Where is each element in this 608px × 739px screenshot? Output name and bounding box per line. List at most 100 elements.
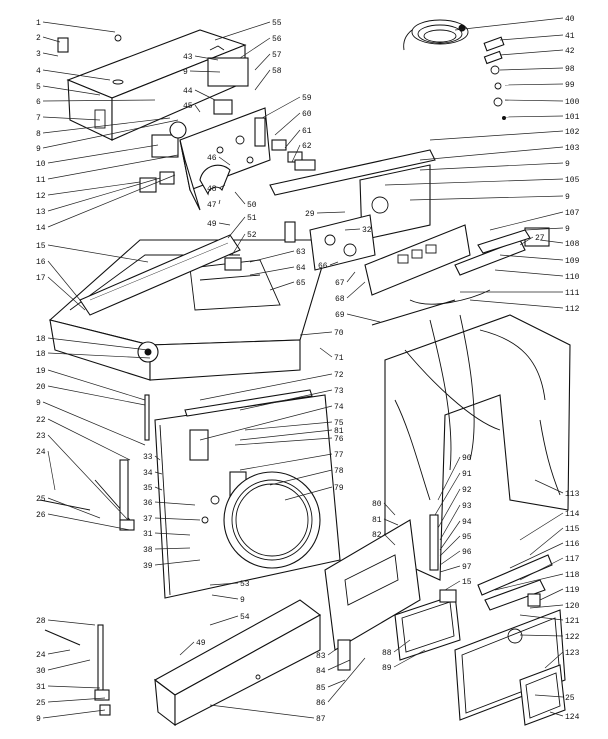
part-number-label: 18	[36, 350, 46, 359]
part-number-label: 110	[565, 273, 580, 282]
leader-line	[218, 199, 221, 205]
part-number-label: 4	[36, 67, 41, 76]
leader-line	[154, 559, 201, 566]
part-number-label: 66	[318, 262, 328, 271]
part-number-label: 23	[36, 432, 46, 441]
part-number-label: 103	[565, 144, 580, 153]
leader-line	[393, 639, 411, 653]
leader-line	[239, 429, 333, 441]
part-number-label: 19	[36, 367, 46, 376]
leader-line	[499, 49, 564, 56]
leader-line	[234, 191, 246, 205]
part-number-label: 122	[565, 633, 580, 642]
rear-handle-knob	[137, 341, 159, 363]
part-number-label: 40	[565, 15, 575, 24]
part-number-label: 51	[247, 214, 257, 223]
leader-line	[47, 450, 56, 491]
part-number-label: 71	[334, 354, 344, 363]
leader-line	[42, 99, 156, 102]
part-number-label: 99	[565, 81, 575, 90]
power-cord	[403, 19, 469, 51]
leader-line	[47, 385, 146, 406]
leader-line	[269, 469, 333, 486]
leader-line	[194, 104, 201, 113]
leader-line	[384, 178, 564, 186]
part-number-label: 89	[382, 664, 392, 673]
leader-line	[47, 697, 106, 703]
part-number-label: 78	[334, 467, 344, 476]
leader-line	[47, 619, 96, 626]
leader-line	[504, 99, 564, 102]
part-number-label: 72	[334, 371, 344, 380]
part-number-label: 101	[565, 113, 580, 122]
leader-line	[199, 373, 333, 401]
part-number-label: 36	[143, 499, 153, 508]
leader-line	[47, 513, 131, 531]
leader-line	[42, 36, 61, 43]
leader-line	[179, 641, 195, 656]
part-number-label: 98	[565, 65, 575, 74]
leader-line	[499, 67, 564, 71]
latch-parts	[429, 514, 457, 603]
part-number-label: 96	[462, 548, 472, 557]
part-number-label: 91	[462, 470, 472, 479]
part-number-label: 56	[272, 35, 282, 44]
leader-line	[529, 604, 564, 609]
part-number-label: 48	[207, 185, 217, 194]
part-number-label: 49	[207, 220, 217, 229]
part-number-label: 32	[362, 226, 372, 235]
lint-screen-housing	[79, 234, 241, 316]
leader-line	[47, 154, 179, 180]
side-rod	[144, 394, 150, 441]
part-number-label: 97	[462, 563, 472, 572]
leader-line	[254, 53, 271, 71]
door-inner-panel	[324, 519, 421, 671]
leader-line	[194, 55, 219, 61]
leader-line	[284, 129, 301, 149]
leader-line	[539, 239, 564, 244]
part-number-label: 22	[36, 416, 46, 425]
part-number-label: 31	[143, 530, 153, 539]
leader-line	[437, 456, 461, 501]
part-number-label: 59	[302, 94, 312, 103]
part-number-label: 37	[143, 515, 153, 524]
part-number-label: 105	[565, 176, 580, 185]
wire-strip	[94, 389, 313, 531]
part-number-label: 52	[247, 231, 257, 240]
part-number-label: 95	[462, 533, 472, 542]
leader-line	[544, 651, 564, 669]
leader-line	[327, 657, 366, 703]
part-number-label: 81	[334, 427, 344, 436]
part-number-label: 76	[334, 435, 344, 444]
leader-line	[218, 222, 231, 226]
leader-line	[494, 269, 564, 277]
part-number-label: 73	[334, 387, 344, 396]
part-number-label: 33	[143, 453, 153, 462]
leader-line	[439, 550, 461, 566]
leader-line	[42, 85, 101, 96]
part-number-label: 120	[565, 602, 580, 611]
part-number-label: 9	[36, 399, 41, 408]
leader-line	[42, 119, 179, 149]
part-number-label: 117	[565, 555, 580, 564]
part-number-label: 12	[36, 192, 46, 201]
part-number-label: 27	[535, 234, 545, 243]
leader-line	[154, 517, 201, 521]
part-number-label: 24	[36, 448, 46, 457]
part-number-label: 46	[207, 154, 217, 163]
leader-line	[231, 233, 246, 256]
leader-line	[383, 502, 396, 516]
part-number-label: 94	[462, 518, 472, 527]
part-number-label: 58	[272, 67, 282, 76]
part-number-label: 13	[36, 208, 46, 217]
leader-line	[47, 369, 146, 401]
leader-line	[329, 261, 339, 266]
leader-line	[429, 130, 564, 141]
leader-line	[439, 520, 461, 551]
leader-line	[154, 547, 191, 550]
leader-line	[439, 565, 461, 573]
part-number-label: 25	[565, 694, 575, 703]
part-number-label: 28	[36, 617, 46, 626]
outer-door	[454, 609, 566, 726]
leader-line	[218, 184, 226, 189]
